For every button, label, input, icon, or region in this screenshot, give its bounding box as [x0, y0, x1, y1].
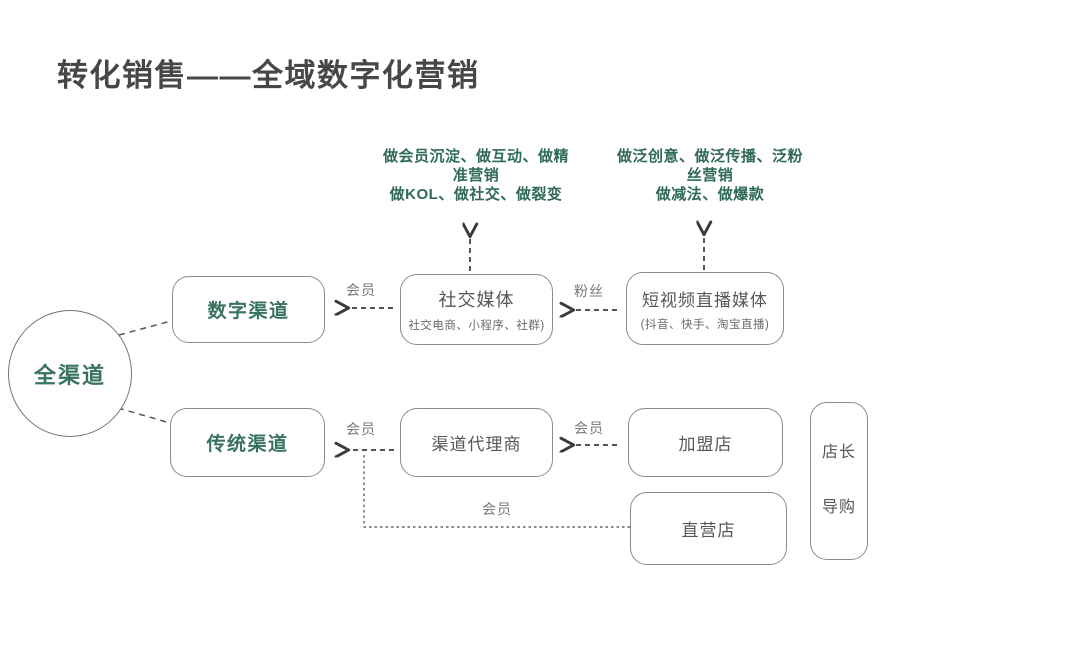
- edge-label-member: 会员: [346, 282, 376, 298]
- annotation-line: 做会员沉淀、做互动、做精: [382, 148, 569, 165]
- node-label: 加盟店: [678, 435, 733, 454]
- edge-label-fans: 粉丝: [574, 283, 604, 299]
- node-omni-channel: 全渠道: [8, 310, 132, 437]
- node-store-staff: 店长 导购: [810, 402, 868, 560]
- node-label: 社交媒体: [438, 290, 515, 310]
- node-label: 数字渠道: [207, 301, 290, 322]
- node-label: 渠道代理商: [431, 435, 522, 454]
- annotation-line: 准营销: [452, 167, 500, 184]
- node-shortvideo-live-media: 短视频直播媒体 (抖音、快手、淘宝直播): [626, 272, 784, 345]
- node-label: 全渠道: [33, 362, 106, 388]
- node-label: 导购: [821, 499, 856, 516]
- node-label: 短视频直播媒体: [642, 290, 768, 310]
- node-digital-channel: 数字渠道: [172, 276, 325, 343]
- annotation-line: 丝营销: [686, 167, 734, 184]
- edge-label-member: 会员: [574, 420, 604, 436]
- node-traditional-channel: 传统渠道: [170, 408, 325, 477]
- node-direct-store: 直营店: [630, 492, 787, 565]
- connector-direct-to-traditional: [363, 452, 630, 528]
- page-title: 转化销售——全域数字化营销: [57, 58, 480, 93]
- edge-label-member: 会员: [482, 501, 512, 517]
- node-sublabel: (抖音、快手、淘宝直播): [640, 318, 770, 331]
- node-label: 店长: [821, 444, 856, 461]
- annotation-line: 做KOL、做社交、做裂变: [389, 186, 563, 203]
- node-sublabel: 社交电商、小程序、社群): [408, 320, 545, 332]
- node-label: 传统渠道: [206, 434, 289, 455]
- annotation-line: 做泛创意、做泛传播、泛粉: [616, 148, 803, 165]
- node-channel-agent: 渠道代理商: [400, 408, 553, 477]
- edge-label-member: 会员: [346, 421, 376, 437]
- annotation-shortvideo-strategy: 做泛创意、做泛传播、泛粉 丝营销 做减法、做爆款: [610, 147, 810, 204]
- node-label: 直营店: [681, 521, 736, 540]
- connector-omni-to-digital: [118, 320, 172, 336]
- annotation-line: 做减法、做爆款: [655, 186, 765, 203]
- node-social-media: 社交媒体 社交电商、小程序、社群): [400, 274, 553, 345]
- connector-omni-to-traditional: [117, 407, 171, 424]
- annotation-social-strategy: 做会员沉淀、做互动、做精 准营销 做KOL、做社交、做裂变: [373, 147, 579, 204]
- node-franchise-store: 加盟店: [628, 408, 783, 477]
